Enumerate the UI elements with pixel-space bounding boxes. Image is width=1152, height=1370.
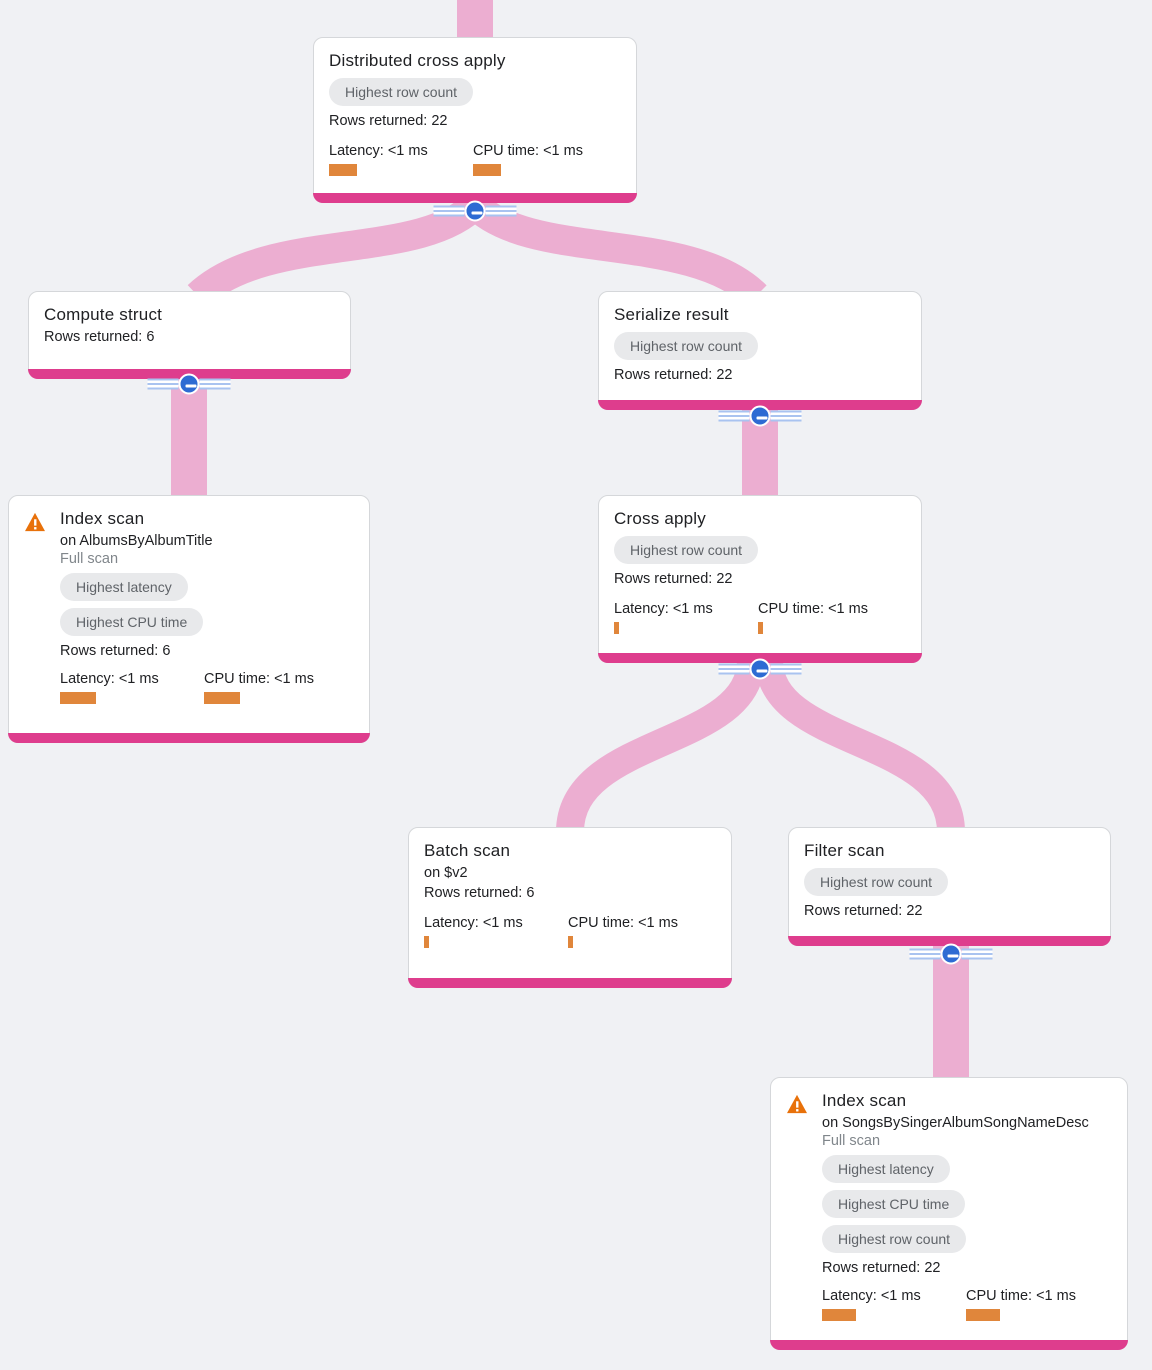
warning-icon — [786, 1091, 808, 1321]
latency-bar — [424, 936, 429, 948]
badge-highest-latency: Highest latency — [60, 573, 188, 601]
latency-bar — [329, 164, 357, 176]
cpu-time-label: CPU time: <1 ms — [966, 1288, 1076, 1304]
collapse-minus-icon — [749, 405, 771, 427]
node-title: Compute struct — [44, 305, 163, 324]
node-accent-bar — [313, 193, 637, 203]
rows-returned: Rows returned: 22 — [614, 571, 733, 587]
rows-returned: Rows returned: 6 — [60, 643, 171, 659]
collapse-stripes — [147, 378, 179, 390]
edge-distributed-to-serialize-result — [463, 192, 767, 308]
collapse-stripes — [485, 205, 517, 217]
latency-label: Latency: <1 ms — [424, 915, 523, 931]
collapse-stripes — [770, 410, 802, 422]
node-title: Distributed cross apply — [329, 51, 506, 70]
latency-label: Latency: <1 ms — [614, 601, 713, 617]
cpu-time-label: CPU time: <1 ms — [473, 143, 583, 159]
rows-returned: Rows returned: 22 — [822, 1260, 941, 1276]
badge-highest-cpu-time: Highest CPU time — [822, 1190, 966, 1218]
edge-cross-apply-to-filter-scan — [755, 658, 965, 834]
collapse-minus-icon — [464, 200, 486, 222]
scan-type: Full scan — [822, 1133, 881, 1149]
rows-returned: Rows returned: 22 — [804, 903, 923, 919]
scan-type: Full scan — [60, 551, 119, 567]
node-title: Index scan — [822, 1091, 907, 1110]
scan-target: on SongsBySingerAlbumSongNameDesc — [822, 1115, 1089, 1131]
latency-label: Latency: <1 ms — [60, 671, 159, 687]
node-serialize-result[interactable]: Serialize result Highest row count Rows … — [598, 291, 922, 410]
node-title: Index scan — [60, 509, 145, 528]
latency-bar — [614, 622, 619, 634]
collapse-button-distributed-cross-apply[interactable] — [433, 200, 517, 222]
edge-distributed-to-compute-struct — [187, 192, 487, 308]
node-index-scan-songs[interactable]: Index scan on SongsBySingerAlbumSongName… — [770, 1077, 1128, 1350]
node-accent-bar — [788, 936, 1111, 946]
node-index-scan-albums[interactable]: Index scan on AlbumsByAlbumTitle Full sc… — [8, 495, 370, 743]
latency-bar — [60, 692, 96, 704]
badge-highest-row-count: Highest row count — [614, 536, 759, 564]
collapse-stripes — [718, 410, 750, 422]
collapse-stripes — [909, 948, 941, 960]
collapse-button-serialize-result[interactable] — [718, 405, 802, 427]
node-accent-bar — [598, 653, 922, 663]
warning-icon — [24, 509, 46, 704]
collapse-minus-icon — [178, 373, 200, 395]
cpu-time-bar — [758, 622, 763, 634]
badge-highest-row-count: Highest row count — [329, 78, 474, 106]
cpu-time-label: CPU time: <1 ms — [568, 915, 678, 931]
rows-returned: Rows returned: 6 — [44, 329, 155, 345]
cpu-time-bar — [204, 692, 240, 704]
node-distributed-cross-apply[interactable]: Distributed cross apply Highest row coun… — [313, 37, 637, 203]
node-cross-apply[interactable]: Cross apply Highest row count Rows retur… — [598, 495, 922, 663]
latency-label: Latency: <1 ms — [822, 1288, 921, 1304]
collapse-stripes — [961, 948, 993, 960]
latency-bar — [822, 1309, 856, 1321]
collapse-button-cross-apply[interactable] — [718, 658, 802, 680]
rows-returned: Rows returned: 6 — [424, 885, 535, 901]
collapse-stripes — [199, 378, 231, 390]
collapse-stripes — [770, 663, 802, 675]
collapse-minus-icon — [749, 658, 771, 680]
node-title: Filter scan — [804, 841, 885, 860]
cpu-time-bar — [568, 936, 573, 948]
node-title: Batch scan — [424, 841, 511, 860]
rows-returned: Rows returned: 22 — [614, 367, 733, 383]
badge-highest-latency: Highest latency — [822, 1155, 950, 1183]
badge-highest-cpu-time: Highest CPU time — [60, 608, 204, 636]
node-title: Serialize result — [614, 305, 729, 324]
cpu-time-bar — [473, 164, 501, 176]
rows-returned: Rows returned: 22 — [329, 113, 448, 129]
scan-target: on AlbumsByAlbumTitle — [60, 533, 213, 549]
node-compute-struct[interactable]: Compute struct Rows returned: 6 — [28, 291, 351, 379]
node-accent-bar — [770, 1340, 1128, 1350]
node-accent-bar — [408, 978, 732, 988]
badge-highest-row-count: Highest row count — [822, 1225, 967, 1253]
latency-label: Latency: <1 ms — [329, 143, 428, 159]
cpu-time-bar — [966, 1309, 1000, 1321]
scan-target: on $v2 — [424, 865, 468, 881]
collapse-stripes — [718, 663, 750, 675]
cpu-time-label: CPU time: <1 ms — [204, 671, 314, 687]
collapse-stripes — [433, 205, 465, 217]
collapse-button-filter-scan[interactable] — [909, 943, 993, 965]
node-filter-scan[interactable]: Filter scan Highest row count Rows retur… — [788, 827, 1111, 946]
badge-highest-row-count: Highest row count — [804, 868, 949, 896]
node-accent-bar — [598, 400, 922, 410]
cpu-time-label: CPU time: <1 ms — [758, 601, 868, 617]
node-batch-scan[interactable]: Batch scan on $v2 Rows returned: 6 Laten… — [408, 827, 732, 988]
badge-highest-row-count: Highest row count — [614, 332, 759, 360]
collapse-button-compute-struct[interactable] — [147, 373, 231, 395]
edge-cross-apply-to-batch-scan — [556, 658, 765, 834]
node-title: Cross apply — [614, 509, 706, 528]
collapse-minus-icon — [940, 943, 962, 965]
node-accent-bar — [8, 733, 370, 743]
